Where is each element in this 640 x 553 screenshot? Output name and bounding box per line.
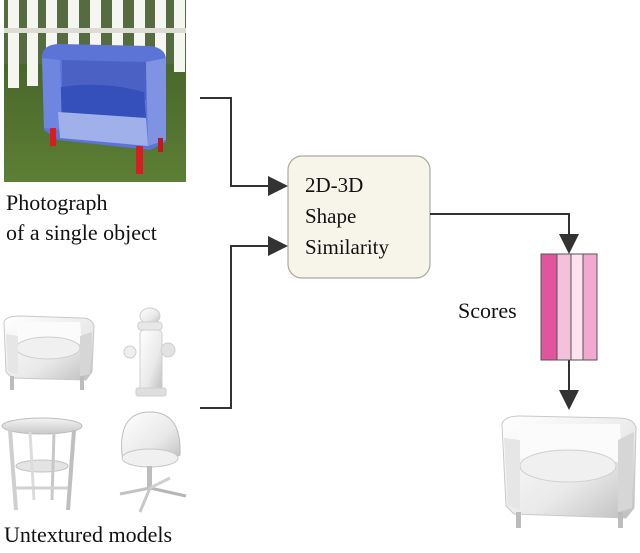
similarity-line-1: 2D-3D xyxy=(305,173,364,197)
retrieved-armchair-model xyxy=(501,415,637,528)
models-caption: Untextured models xyxy=(4,522,173,547)
photo-caption-line-1: Photograph xyxy=(6,190,108,215)
swivel-chair-model xyxy=(119,411,187,513)
score-cell xyxy=(556,253,572,361)
score-cell xyxy=(570,253,584,361)
blue-armchair-icon xyxy=(42,44,166,174)
fence-icon xyxy=(4,0,186,88)
score-cell xyxy=(540,253,558,361)
scores-label: Scores xyxy=(458,298,517,323)
models-to-box-arrow xyxy=(200,236,288,409)
photo-caption-line-2: of a single object xyxy=(6,220,157,245)
armchair-model xyxy=(3,315,95,390)
similarity-box xyxy=(287,155,431,279)
scores-bar xyxy=(540,253,598,361)
side-table-model xyxy=(1,417,83,511)
photo-to-box-arrow xyxy=(200,97,288,196)
similarity-box-label: 2D-3D Shape Similarity xyxy=(288,170,430,263)
similarity-line-2: Shape xyxy=(305,204,357,228)
box-to-scores-arrow xyxy=(430,213,579,254)
photo-caption: Photograph of a single object xyxy=(6,188,157,248)
score-cell xyxy=(582,253,598,361)
similarity-line-3: Similarity xyxy=(305,235,389,259)
photographed-armchair-image xyxy=(4,0,186,182)
fire-hydrant-model xyxy=(123,307,176,397)
